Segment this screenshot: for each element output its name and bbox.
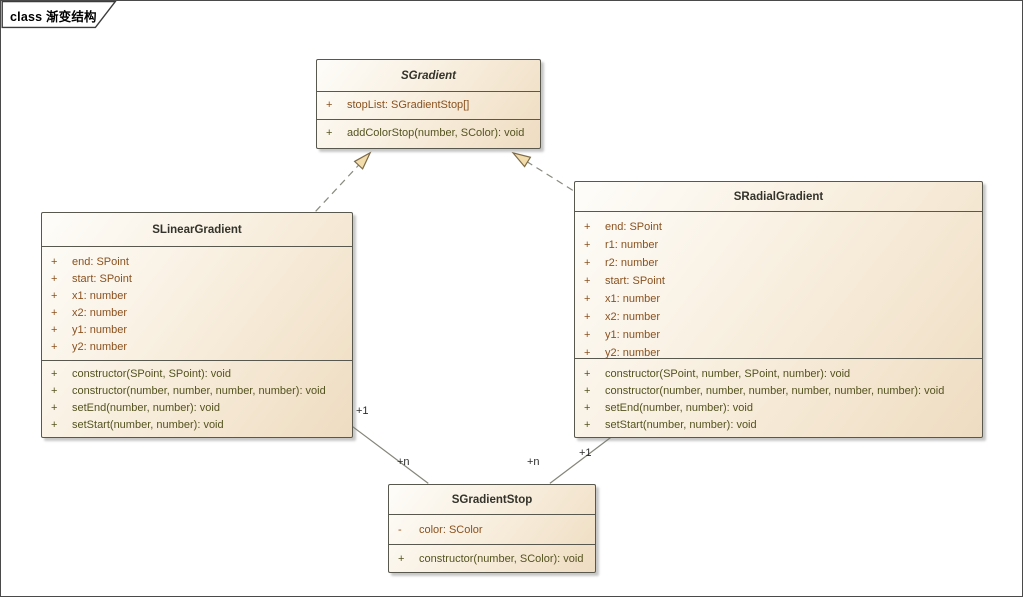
attribute-row: +start: SPoint	[51, 273, 132, 285]
method-row: +constructor(number, SColor): void	[398, 553, 584, 565]
multiplicity-label-linear-target: +n	[397, 456, 410, 468]
methods-compartment: +constructor(SPoint, SPoint): void +const…	[42, 361, 352, 437]
attribute-row: +x2: number	[584, 311, 661, 323]
attribute-row: +end: SPoint	[584, 221, 662, 233]
multiplicity-label-radial-target: +n	[527, 456, 540, 468]
realization-sradialgradient-sgradient[interactable]	[511, 151, 574, 191]
method-row: +setStart(number, number): void	[51, 419, 224, 431]
attributes-compartment: +end: SPoint +r1: number +r2: number +start…	[575, 212, 982, 359]
class-name-sradialgradient: SRadialGradient	[575, 182, 982, 212]
attribute-row: +x1: number	[51, 290, 128, 302]
method-row: +addColorStop(number, SColor): void	[326, 127, 525, 139]
attribute-row: +y2: number	[584, 347, 661, 359]
class-box-sradialgradient[interactable]: SRadialGradient +end: SPoint+r1: number+…	[574, 181, 983, 438]
method-row: +constructor(number, number, number, num…	[584, 385, 945, 397]
realization-slineargradient-sgradient[interactable]	[315, 151, 372, 212]
attribute-row: +y1: number	[51, 324, 128, 336]
attribute-row: +y2: number	[51, 341, 128, 353]
attribute-row: -color: SColor	[398, 524, 483, 536]
association-sradialgradient-sgradientstop[interactable]	[549, 437, 612, 484]
frame-tab-label: class 渐变结构	[10, 10, 97, 24]
attribute-row: +x1: number	[584, 293, 661, 305]
attribute-row: +start: SPoint	[584, 275, 665, 287]
frame-tab	[1, 1, 117, 29]
attribute-row: +x2: number	[51, 307, 128, 319]
multiplicity-label-linear-source: +1	[356, 405, 369, 417]
class-name-sgradient: SGradient	[317, 60, 540, 92]
multiplicity-label-radial-source: +1	[579, 447, 592, 459]
method-row: +setEnd(number, number): void	[51, 402, 220, 414]
class-box-sgradient[interactable]: SGradient +stopList: SGradientStop[] +ad…	[316, 59, 541, 149]
method-row: +setStart(number, number): void	[584, 419, 757, 431]
method-row: +constructor(SPoint, number, SPoint, num…	[584, 368, 851, 380]
methods-compartment: +constructor(SPoint, number, SPoint, num…	[575, 359, 982, 437]
attributes-compartment: +stopList: SGradientStop[]	[317, 92, 540, 120]
method-row: +setEnd(number, number): void	[584, 402, 753, 414]
methods-compartment: +addColorStop(number, SColor): void	[317, 120, 540, 149]
class-box-slineargradient[interactable]: SLinearGradient +end: SPoint +start: SPoi…	[41, 212, 353, 438]
attributes-compartment: +end: SPoint +start: SPoint +x1: number +x2…	[42, 247, 352, 361]
class-name-sgradientstop: SGradientStop	[389, 485, 595, 515]
attribute-row: +r1: number	[584, 239, 659, 251]
attribute-row: +y1: number	[584, 329, 661, 341]
methods-compartment: +constructor(number, SColor): void	[389, 545, 595, 572]
class-name-slineargradient: SLinearGradient	[42, 213, 352, 247]
attribute-row: +end: SPoint	[51, 256, 129, 268]
method-row: +constructor(number, number, number, num…	[51, 385, 326, 397]
association-slineargradient-sgradientstop[interactable]	[352, 426, 429, 484]
class-box-sgradientstop[interactable]: SGradientStop -color: SColor +constructo…	[388, 484, 596, 573]
attributes-compartment: -color: SColor	[389, 515, 595, 545]
attribute-row: +r2: number	[584, 257, 659, 269]
method-row: +constructor(SPoint, SPoint): void	[51, 368, 231, 380]
attribute-row: +stopList: SGradientStop[]	[326, 99, 470, 111]
